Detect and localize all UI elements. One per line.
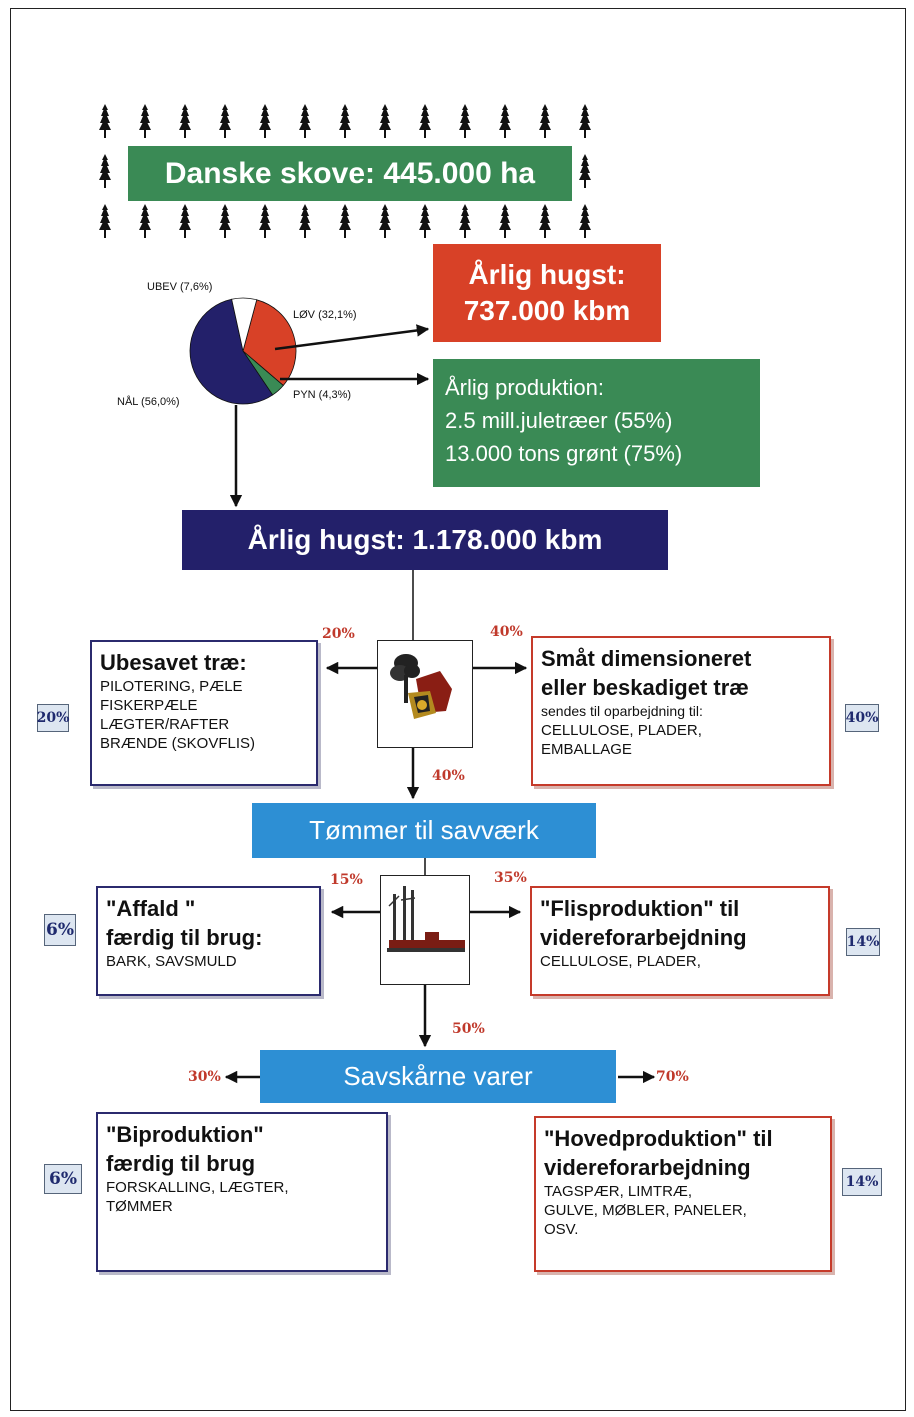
savskaarne-title: Savskårne varer	[343, 1061, 533, 1091]
pct-ubesavet-arrow: 20%	[322, 626, 355, 642]
pie-label-nal: NÅL (56,0%)	[117, 396, 180, 408]
pct-smaat-arrow: 40%	[490, 624, 523, 640]
hovedpro-line: OSV.	[544, 1221, 579, 1238]
produktion-line3: 13.000 tons grønt (75%)	[445, 441, 683, 466]
flis-line: CELLULOSE, PLADER,	[540, 953, 701, 970]
hovedpro-title1: "Hovedproduktion" til	[544, 1126, 773, 1151]
hovedpro-title2: videreforarbejdning	[544, 1155, 751, 1180]
produktion-box: Årlig produktion: 2.5 mill.juletræer (55…	[433, 359, 760, 487]
smaat-title2: eller beskadiget træ	[541, 675, 749, 700]
affald-box: "Affald " færdig til brug: BARK, SAVSMUL…	[96, 886, 321, 996]
smaat-box: Småt dimensioneret eller beskadiget træ …	[531, 636, 831, 786]
flis-box: "Flisproduktion" til videreforarbejdning…	[530, 886, 830, 996]
arrow-to-lov-hugst	[274, 324, 430, 351]
pct-tag-ubesavet: 20%	[37, 704, 69, 732]
pie-slice	[231, 297, 258, 352]
pie-label-pyn: PYN (4,3%)	[293, 389, 352, 401]
bipro-line: FORSKALLING, LÆGTER,	[106, 1179, 289, 1196]
pct-flis-arrow: 35%	[494, 870, 527, 886]
smaat-line: EMBALLAGE	[541, 741, 632, 758]
nal-hugst-title: Årlig hugst: 1.178.000 kbm	[247, 524, 603, 555]
ubesavet-line: FISKERPÆLE	[100, 697, 198, 714]
savskaarne-banner: Savskårne varer	[260, 1050, 616, 1103]
affald-title1: "Affald "	[106, 896, 196, 921]
lov-hugst-box: Årlig hugst: 737.000 kbm	[433, 244, 661, 342]
bipro-box: "Biproduktion" færdig til brug FORSKALLI…	[96, 1112, 388, 1272]
hovedpro-line: TAGSPÆR, LIMTRÆ,	[544, 1183, 693, 1200]
pie-chart-svg	[189, 297, 297, 405]
tommer-banner: Tømmer til savværk	[252, 803, 596, 858]
ubesavet-line: PILOTERING, PÆLE	[100, 678, 243, 695]
bipro-title2: færdig til brug	[106, 1151, 256, 1176]
pie-slice	[242, 299, 297, 387]
ubesavet-line: BRÆNDE (SKOVFLIS)	[100, 735, 256, 752]
lov-hugst-line2: 737.000 kbm	[463, 295, 631, 326]
pie-label-ubev: UBEV (7,6%)	[147, 281, 213, 293]
pie-chart	[188, 296, 298, 411]
forest-harvester-icon	[377, 640, 473, 748]
ubesavet-title: Ubesavet træ:	[100, 650, 247, 675]
flis-title1: "Flisproduktion" til	[540, 896, 740, 921]
pct-tag-flis: 14%	[846, 928, 880, 956]
tommer-title: Tømmer til savværk	[309, 815, 539, 845]
affald-line: BARK, SAVSMULD	[106, 953, 237, 970]
forest-area-title: Danske skove: 445.000 ha	[164, 156, 536, 190]
bipro-line: TØMMER	[106, 1198, 173, 1215]
forest-area-banner: Danske skove: 445.000 ha	[128, 146, 572, 201]
produktion-line2: 2.5 mill.juletræer (55%)	[445, 408, 673, 433]
smaat-title1: Småt dimensioneret	[541, 646, 752, 671]
page-frame	[10, 8, 906, 1411]
hovedpro-box: "Hovedproduktion" til videreforarbejdnin…	[534, 1116, 832, 1272]
pct-bipro-arrow: 30%	[188, 1069, 221, 1085]
smaat-note: sendes til oparbejdning til:	[541, 703, 703, 719]
bipro-title1: "Biproduktion"	[106, 1122, 264, 1147]
pie-label-lov: LØV (32,1%)	[293, 309, 357, 321]
pct-tag-smaat: 40%	[845, 704, 879, 732]
smaat-line: CELLULOSE, PLADER,	[541, 722, 702, 739]
pie-slice	[189, 298, 274, 405]
pct-down-savskaarne: 50%	[452, 1021, 485, 1037]
pct-hovedpro-arrow: 70%	[656, 1069, 689, 1085]
ubesavet-box: Ubesavet træ: PILOTERING, PÆLE FISKERPÆL…	[90, 640, 318, 786]
nal-hugst-banner: Årlig hugst: 1.178.000 kbm	[182, 510, 668, 570]
affald-title2: færdig til brug:	[106, 925, 263, 950]
pct-affald-arrow: 15%	[330, 872, 363, 888]
sawmill-icon	[380, 875, 470, 985]
pct-down-tommer: 40%	[432, 768, 465, 784]
flis-title2: videreforarbejdning	[540, 925, 747, 950]
produktion-line1: Årlig produktion:	[445, 375, 604, 400]
lov-hugst-line1: Årlig hugst:	[468, 259, 626, 290]
pct-tag-hovedpro: 14%	[842, 1168, 882, 1196]
ubesavet-line: LÆGTER/RAFTER	[100, 716, 230, 733]
pct-tag-affald: 6%	[44, 914, 76, 946]
hovedpro-line: GULVE, MØBLER, PANELER,	[544, 1202, 747, 1219]
pct-tag-bipro: 6%	[44, 1164, 82, 1194]
